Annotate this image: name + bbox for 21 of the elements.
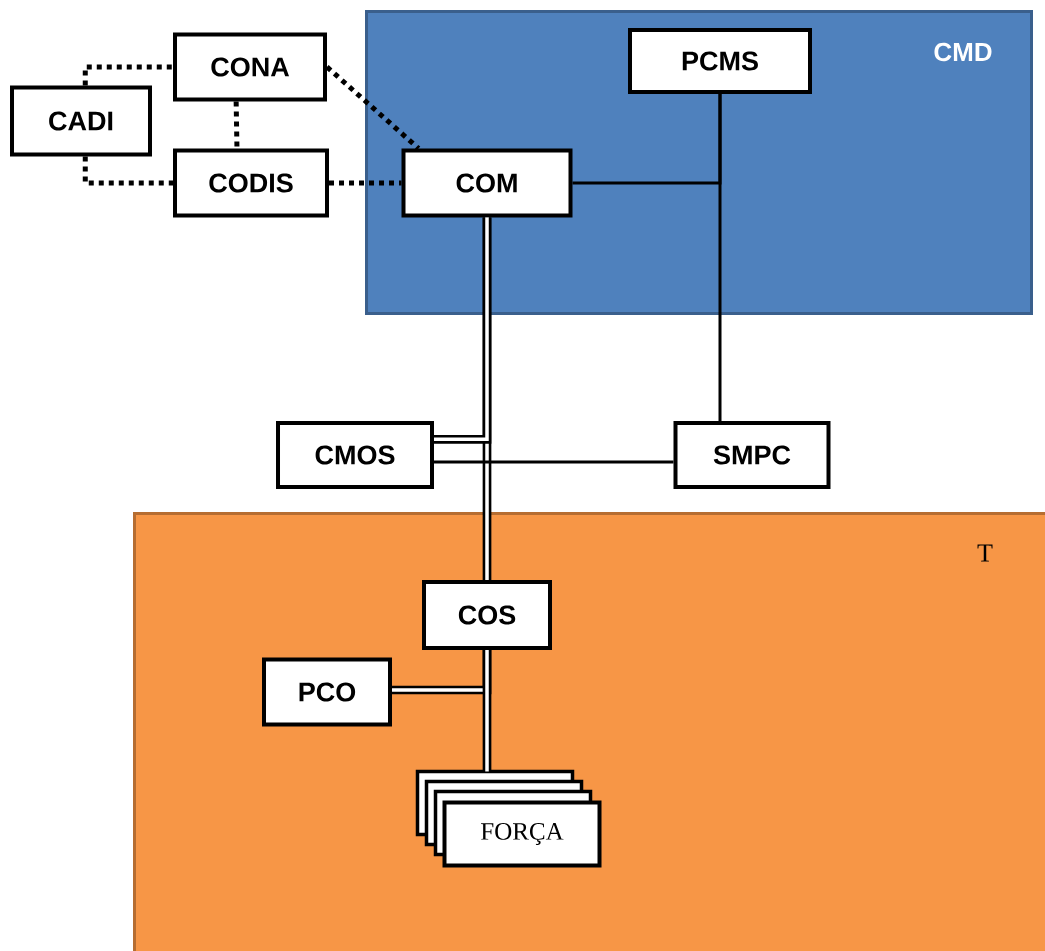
unit-box: CONA	[173, 32, 327, 102]
panel-label: CMD	[934, 42, 992, 62]
unit-box: PCMS	[628, 28, 812, 94]
unit-box: CADI	[10, 85, 152, 157]
double-line	[482, 650, 492, 772]
dotted-line	[329, 180, 402, 186]
unit-box: SMPC	[673, 421, 831, 489]
dotted-line	[82, 64, 173, 86]
double-line	[434, 217, 492, 444]
unit-box: COM	[401, 148, 573, 218]
connector-line	[718, 94, 722, 421]
dotted-line	[82, 156, 173, 186]
connector-line	[434, 460, 674, 464]
unit-box: COS	[422, 580, 552, 650]
unit-box: CMOS	[276, 421, 434, 489]
dotted-line	[233, 101, 240, 149]
unit-box: PCO	[262, 657, 392, 727]
dotted-line	[325, 65, 421, 151]
panel-label: T	[977, 544, 993, 562]
unit-box: CODIS	[173, 148, 329, 218]
stacked-box: FORÇA	[415, 769, 602, 868]
